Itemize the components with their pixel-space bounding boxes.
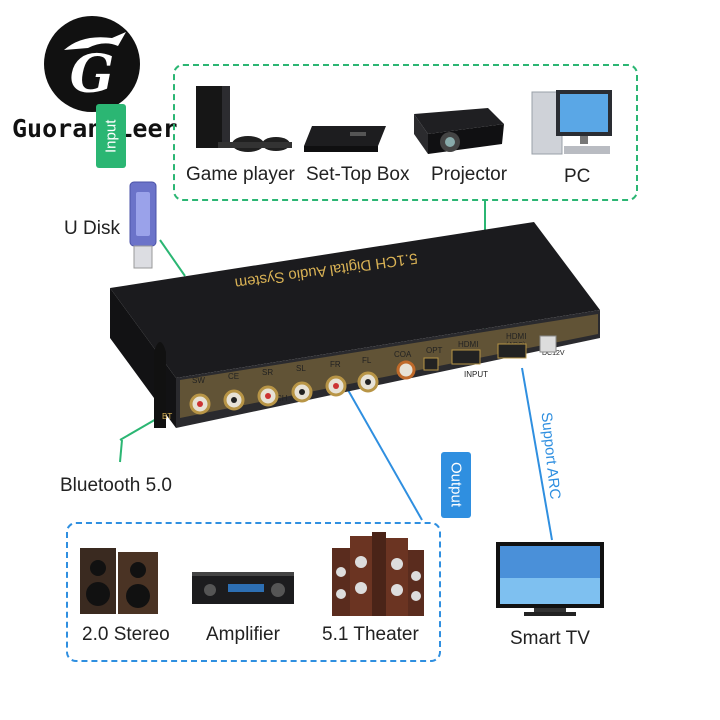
- output-label-amplifier: Amplifier: [206, 624, 280, 645]
- set-top-box-icon: [302, 124, 386, 154]
- amplifier-icon: [190, 570, 296, 606]
- bluetooth-label: Bluetooth 5.0: [60, 475, 172, 496]
- pc-icon: [528, 88, 618, 160]
- channel-ports: SW CE SR SL FR FL CH: [184, 356, 384, 404]
- port-label-sw: SW: [192, 376, 205, 385]
- output-label-stereo: 2.0 Stereo: [82, 624, 170, 645]
- input-jacks: [396, 335, 557, 380]
- svg-text:G: G: [70, 44, 114, 105]
- speakers-icon: [78, 544, 162, 618]
- input-label-projector: Projector: [431, 164, 508, 185]
- port-label-fl: FL: [362, 356, 372, 365]
- input-tag: Input: [96, 104, 126, 168]
- tv-label: Smart TV: [510, 628, 590, 649]
- port-label-ce: CE: [228, 372, 240, 381]
- bt-port-label: BT: [162, 412, 173, 421]
- brand-name: Guoran Leer: [12, 114, 178, 143]
- port-label-fr: FR: [330, 360, 341, 369]
- port-label-hdmi-2: HDMI: [506, 332, 527, 341]
- output-label-theater: 5.1 Theater: [322, 624, 419, 645]
- input-label-game-player: Game player: [186, 164, 295, 185]
- port-label-hdmi-1: HDMI: [458, 340, 479, 349]
- input-group-label: INPUT: [464, 370, 488, 379]
- game-console-icon: [192, 84, 292, 154]
- usb-disk-icon: [124, 178, 164, 270]
- output-tag: Output: [441, 452, 471, 518]
- input-devices-box: [173, 64, 638, 201]
- input-label-pc: PC: [564, 166, 591, 187]
- device-body-icon: [110, 222, 600, 428]
- rca-jacks: [189, 371, 379, 415]
- ch-group-label: CH: [276, 394, 288, 403]
- brand-logo: G: [42, 14, 142, 114]
- input-label-set-top-box: Set-Top Box: [306, 164, 410, 185]
- port-label-coa: COA: [394, 350, 412, 359]
- output-devices-box: [66, 522, 441, 662]
- smart-tv-icon: [494, 540, 606, 618]
- eagle-logo-icon: G: [44, 16, 140, 112]
- theater-speakers-icon: [330, 532, 426, 618]
- port-label-dc12v: DC12V: [542, 350, 565, 357]
- port-label-opt: OPT: [426, 346, 443, 355]
- bluetooth-antenna-icon: [148, 332, 172, 432]
- port-label-sl: SL: [296, 364, 306, 373]
- projector-icon: [408, 104, 508, 158]
- udisk-label: U Disk: [64, 218, 120, 239]
- port-label-sr: SR: [262, 368, 274, 377]
- audio-system-device: 5.1CH Digital Audio System: [104, 218, 604, 428]
